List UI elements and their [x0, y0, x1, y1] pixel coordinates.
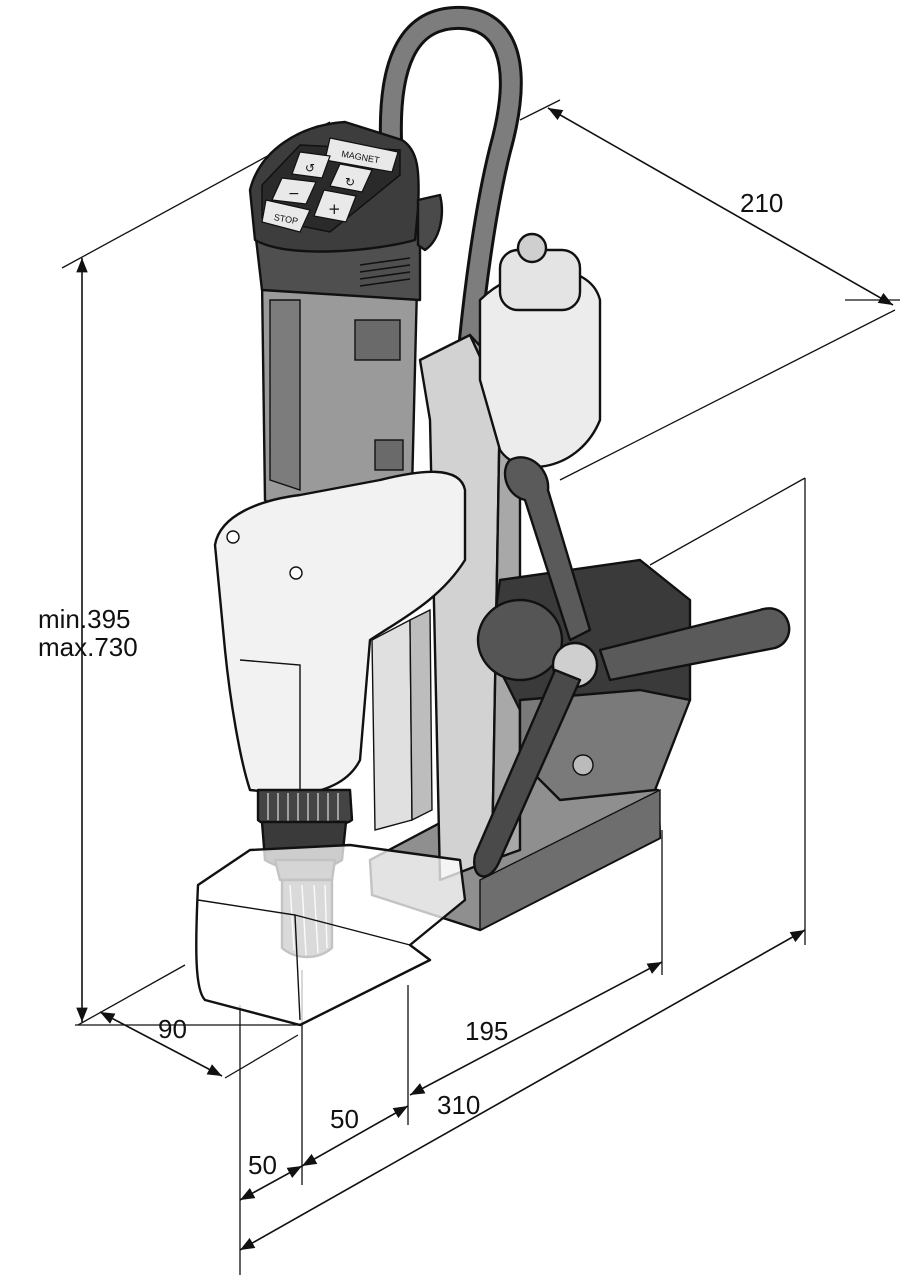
handle-arm-right [598, 607, 791, 682]
control-panel: MAGNET ↺ ↻ − + STOP [261, 137, 401, 233]
plus-button-label: + [328, 200, 341, 218]
stop-button-label: STOP [273, 212, 299, 226]
handle-arm-upper [503, 456, 592, 642]
dim-label-50-upper: 50 [330, 1104, 359, 1134]
chip-guard [195, 843, 467, 1027]
dim-label-height-min: min.395 [38, 604, 131, 634]
dim-label-90: 90 [158, 1014, 187, 1044]
rotate-left-icon: ↺ [305, 161, 315, 175]
feed-wheel-hub [476, 598, 564, 682]
plus-button[interactable]: + [313, 189, 357, 223]
drill-machine: MAGNET ↺ ↻ − + STOP [195, 5, 791, 1027]
rotate-left-button[interactable]: ↺ [291, 151, 331, 179]
carriage-housing [213, 470, 467, 797]
brand-badge [572, 754, 594, 776]
dim-label-310: 310 [437, 1090, 480, 1120]
magnet-button[interactable]: MAGNET [324, 137, 399, 173]
dim-label-195: 195 [465, 1016, 508, 1046]
rotate-right-icon: ↻ [345, 175, 355, 189]
handle-arm-lower [473, 668, 582, 878]
dim-label-50-lower: 50 [248, 1150, 277, 1180]
minus-button[interactable]: − [271, 177, 317, 205]
dimension-lines [61, 99, 900, 1275]
minus-button-label: − [288, 186, 300, 202]
dim-label-height-max: max.730 [38, 632, 138, 662]
stop-button[interactable]: STOP [261, 199, 311, 233]
rotate-right-button[interactable]: ↻ [329, 163, 373, 193]
dim-label-210: 210 [740, 188, 783, 218]
